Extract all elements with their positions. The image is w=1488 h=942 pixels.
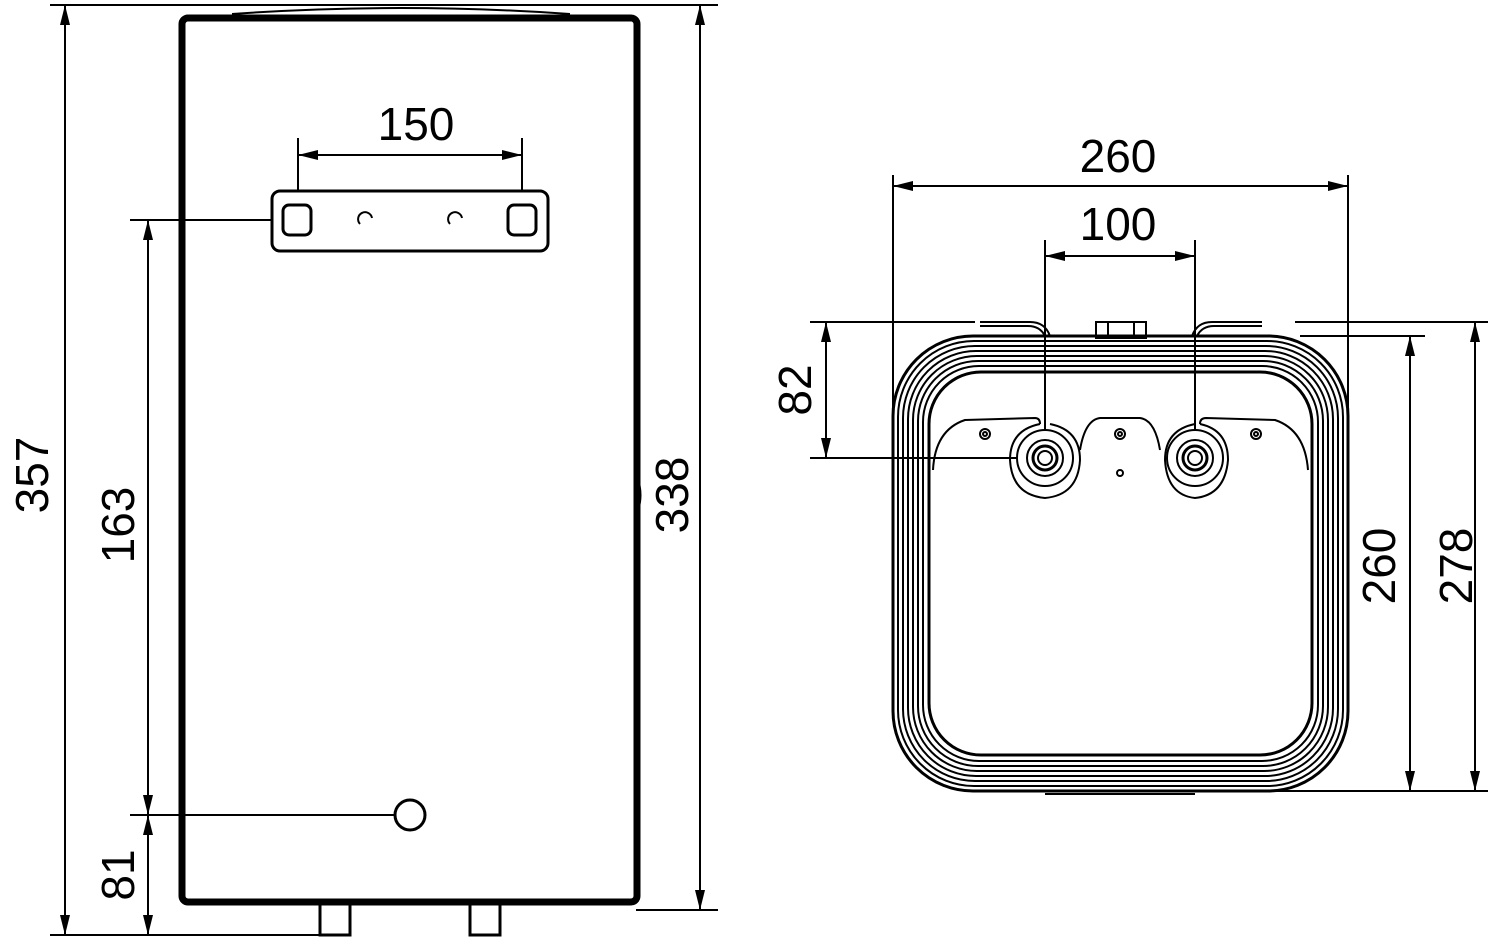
tank-outline-inner bbox=[927, 370, 1314, 757]
dim-label-overall-width: 260 bbox=[1080, 130, 1157, 182]
center-hole bbox=[1116, 469, 1124, 477]
top-connector bbox=[1095, 321, 1147, 339]
inlet-pipe bbox=[318, 905, 352, 937]
screw-right bbox=[1250, 428, 1262, 440]
tank-top-cap bbox=[231, 7, 571, 15]
right-pipe-boss bbox=[1163, 423, 1230, 500]
tank-outline-ring-3 bbox=[907, 350, 1334, 777]
connection-panel bbox=[932, 416, 1309, 471]
dim-label-pipe-spacing: 100 bbox=[1080, 198, 1157, 250]
dim-label-body-height: 338 bbox=[646, 457, 698, 534]
top-view: 260 100 82 260 278 bbox=[769, 130, 1488, 795]
outlet-pipe bbox=[468, 905, 502, 937]
tank-outline-ring-6 bbox=[922, 365, 1319, 762]
left-pipe-boss bbox=[1008, 423, 1082, 500]
bracket-hole-right bbox=[447, 211, 463, 225]
indicator-lamp bbox=[393, 798, 427, 832]
dim-label-overall-depth: 278 bbox=[1430, 528, 1482, 605]
dim-label-pipe-offset: 82 bbox=[769, 364, 821, 415]
bracket-slot-right bbox=[506, 203, 538, 237]
dim-label-body-depth: 260 bbox=[1353, 528, 1405, 605]
screw-center bbox=[1114, 428, 1126, 440]
top-mounting-bracket bbox=[980, 321, 1262, 337]
tank-side-notch bbox=[635, 477, 642, 513]
dim-label-overall-height: 357 bbox=[6, 437, 58, 514]
bracket-slot-left bbox=[281, 203, 313, 237]
tank-outline-ring-1 bbox=[897, 340, 1344, 787]
tank-outline-ring-2 bbox=[902, 345, 1339, 782]
tank-outline-outer bbox=[891, 334, 1350, 793]
bracket-hole-left bbox=[357, 211, 373, 225]
right-pipe bbox=[1166, 429, 1224, 487]
left-pipe bbox=[1016, 429, 1074, 487]
tank-outline-ring-5 bbox=[917, 360, 1324, 767]
tank-outline-ring-4 bbox=[912, 355, 1329, 772]
dim-label-outlet-height: 81 bbox=[92, 849, 144, 900]
screw-left bbox=[979, 428, 991, 440]
front-view: 357 338 163 81 150 bbox=[6, 4, 718, 937]
dim-label-bracket-height: 163 bbox=[92, 487, 144, 564]
center-panel bbox=[1079, 417, 1161, 451]
tank-body bbox=[178, 14, 641, 906]
dim-label-bracket-width: 150 bbox=[378, 98, 455, 150]
